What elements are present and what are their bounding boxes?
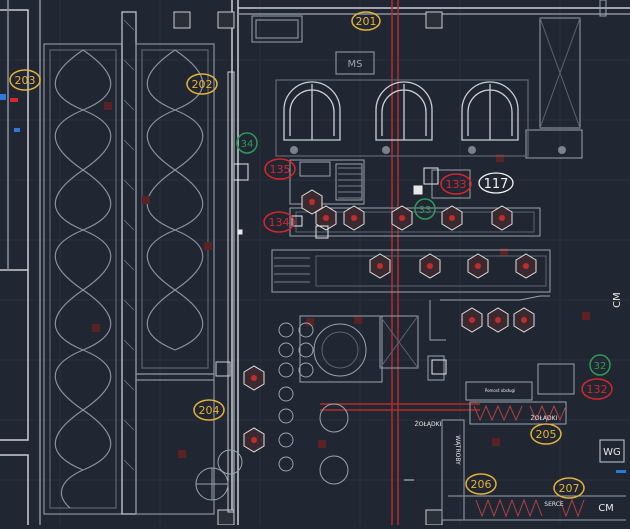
zigzag-conveyors (473, 404, 585, 518)
watroby-label: WĄTROBY (454, 435, 461, 465)
ducting (404, 0, 626, 521)
green-tag-33-circle (414, 198, 436, 220)
overhead-track (320, 0, 480, 525)
room-label-202: 202 (192, 78, 213, 91)
floor-drains (92, 102, 590, 458)
room-label-203: 203 (15, 74, 36, 87)
hatched-column (123, 19, 135, 471)
worker-stations (243, 189, 537, 453)
vertical-rail (215, 71, 235, 513)
room-tag-206-oval (465, 473, 497, 495)
room-tag-201-oval (351, 11, 381, 31)
equip-label-133: 133 (446, 178, 467, 191)
equip-tag-134-oval (263, 211, 295, 233)
ms-box (335, 51, 375, 75)
room-tag-205-oval (530, 423, 562, 445)
room-label-204: 204 (199, 404, 220, 417)
equip-label-134: 134 (269, 216, 290, 229)
green-tag-34-circle (236, 132, 258, 154)
green-label-34: 34 (241, 139, 254, 150)
green-tag-32-circle (589, 354, 611, 376)
cm-label-bottom: CM (598, 503, 614, 514)
spiral-chiller-left (43, 43, 123, 515)
top-equipment (251, 15, 583, 159)
equip-label-135: 135 (270, 163, 291, 176)
tag-117-oval (478, 172, 514, 194)
room-tag-207-oval (553, 477, 585, 499)
room-tag-203-oval (9, 69, 41, 91)
ms-label: MS (348, 59, 363, 70)
worker-station-dots (251, 199, 529, 443)
tag-117-label: 117 (484, 177, 509, 192)
green-label-32: 32 (594, 361, 607, 372)
room-tag-202-oval (186, 73, 218, 95)
zoladki-label-right: ŻOŁĄDKI (531, 415, 558, 422)
small-symbols (233, 163, 447, 375)
room-label-207: 207 (559, 482, 580, 495)
room-tag-204-oval (193, 399, 225, 421)
arch-bases (290, 146, 566, 154)
serce-label: SERCE (544, 501, 564, 508)
equip-label-132: 132 (587, 383, 608, 396)
cm-label-right: CM (612, 292, 623, 308)
stairs (274, 167, 362, 283)
zoladki-label-left: ŻOŁĄDKI (415, 421, 442, 428)
wg-box (599, 439, 625, 463)
equip-tag-133-oval (440, 173, 472, 195)
equip-tag-135-oval (264, 158, 296, 180)
equip-tag-132-oval (581, 378, 613, 400)
arched-units (275, 79, 529, 157)
caption-label: Pomost obsługi (485, 388, 515, 393)
edge-markers (0, 94, 626, 473)
room-label-205: 205 (536, 428, 557, 441)
lower-machinery (195, 315, 445, 501)
wg-label: WG (603, 447, 621, 458)
green-label-33: 33 (419, 205, 432, 216)
room-label-206: 206 (471, 478, 492, 491)
room-label-201: 201 (356, 15, 377, 28)
